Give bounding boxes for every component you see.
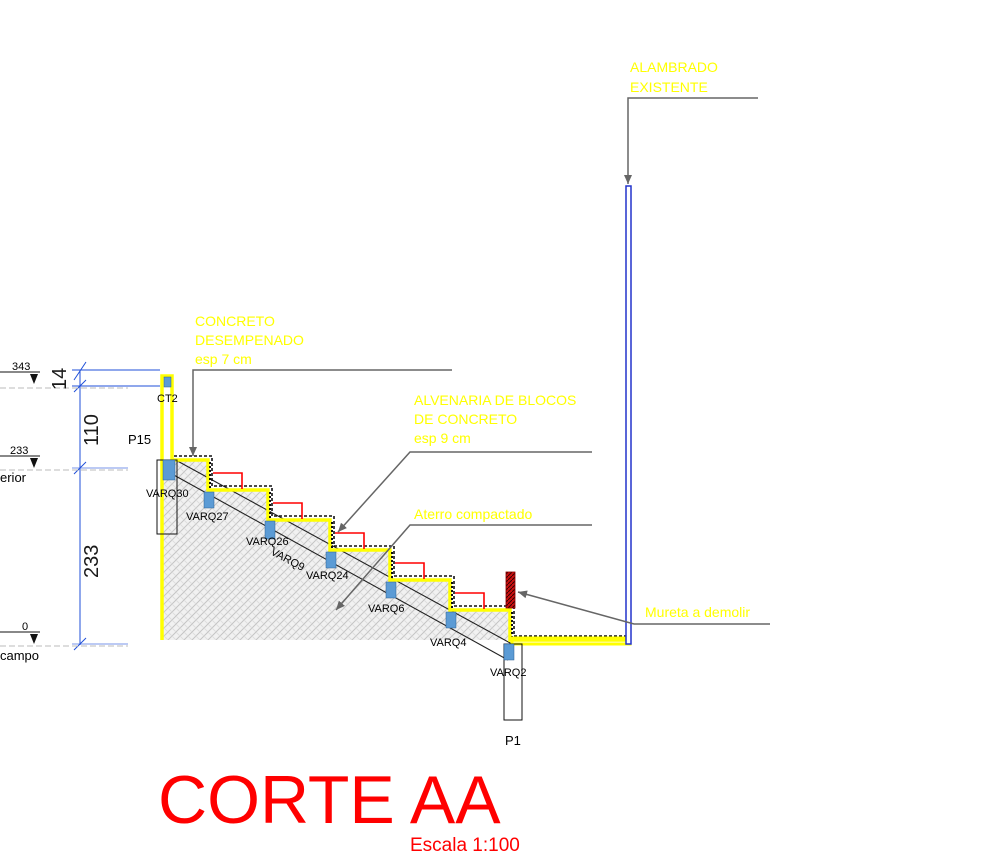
dimension-14: 14 [49, 368, 71, 390]
riser-marks [213, 472, 485, 609]
level-label: campo [0, 648, 39, 663]
svg-text:DE CONCRETO: DE CONCRETO [414, 411, 517, 427]
beam-label-varq2: VARQ2 [490, 667, 526, 679]
svg-text:CONCRETO: CONCRETO [195, 313, 275, 329]
beam-varq2 [503, 643, 515, 661]
level-value: 233 [10, 445, 28, 457]
existing-fence [625, 185, 632, 645]
beam-label-varq30: VARQ30 [146, 488, 189, 500]
beam-ct2 [163, 376, 172, 388]
annotation-concreto: CONCRETO DESEMPENADO esp 7 cm [195, 313, 304, 367]
beam-varq30 [162, 459, 176, 481]
beam-label-varq24: VARQ24 [306, 570, 349, 582]
beam-label-varq6: VARQ6 [368, 603, 404, 615]
annotation-alvenaria: ALVENARIA DE BLOCOS DE CONCRETO esp 9 cm [414, 392, 576, 446]
level-marker-0: 0 campo [0, 621, 40, 663]
wall-to-demolish [505, 571, 516, 609]
level-lines [0, 387, 128, 647]
beam-blocks [162, 376, 515, 661]
drawing-title: CORTE AA [158, 762, 501, 838]
pillar-label-p15: P15 [128, 432, 151, 447]
level-marker-233: 233 erior [0, 445, 40, 485]
slab-line-lower [171, 473, 509, 661]
svg-text:ALVENARIA DE BLOCOS: ALVENARIA DE BLOCOS [414, 392, 576, 408]
svg-text:esp 9 cm: esp 9 cm [414, 430, 471, 446]
level-value: 0 [22, 621, 28, 633]
annotation-mureta: Mureta a demolir [645, 604, 750, 620]
masonry-risers [209, 462, 513, 640]
beam-varq24 [325, 551, 337, 569]
level-marker-343: 343 [0, 361, 40, 384]
pillar-label-p1: P1 [505, 733, 521, 748]
svg-text:DESEMPENADO: DESEMPENADO [195, 332, 304, 348]
leader-lines [189, 97, 770, 625]
svg-text:EXISTENTE: EXISTENTE [630, 79, 708, 95]
svg-text:esp 7 cm: esp 7 cm [195, 351, 252, 367]
step-concrete-outline [160, 374, 630, 645]
level-label: erior [0, 470, 27, 485]
annotation-aterro: Aterro compactado [414, 506, 532, 522]
level-value: 343 [12, 361, 30, 373]
beam-varq27 [203, 491, 215, 509]
beam-label-varq26: VARQ26 [246, 536, 289, 548]
beam-label-ct2: CT2 [157, 393, 178, 405]
dimension-233: 233 [81, 545, 103, 578]
annotation-alambrado: ALAMBRADO EXISTENTE [630, 59, 718, 95]
svg-text:ALAMBRADO: ALAMBRADO [630, 59, 718, 75]
beam-varq26 [264, 520, 276, 540]
beam-label-varq27: VARQ27 [186, 511, 229, 523]
beam-label-varq4: VARQ4 [430, 637, 466, 649]
dimension-110: 110 [81, 414, 103, 446]
beam-varq4 [445, 611, 457, 629]
beam-varq6 [385, 581, 397, 599]
dimension-lines [72, 361, 160, 651]
drawing-scale: Escala 1:100 [410, 835, 520, 855]
